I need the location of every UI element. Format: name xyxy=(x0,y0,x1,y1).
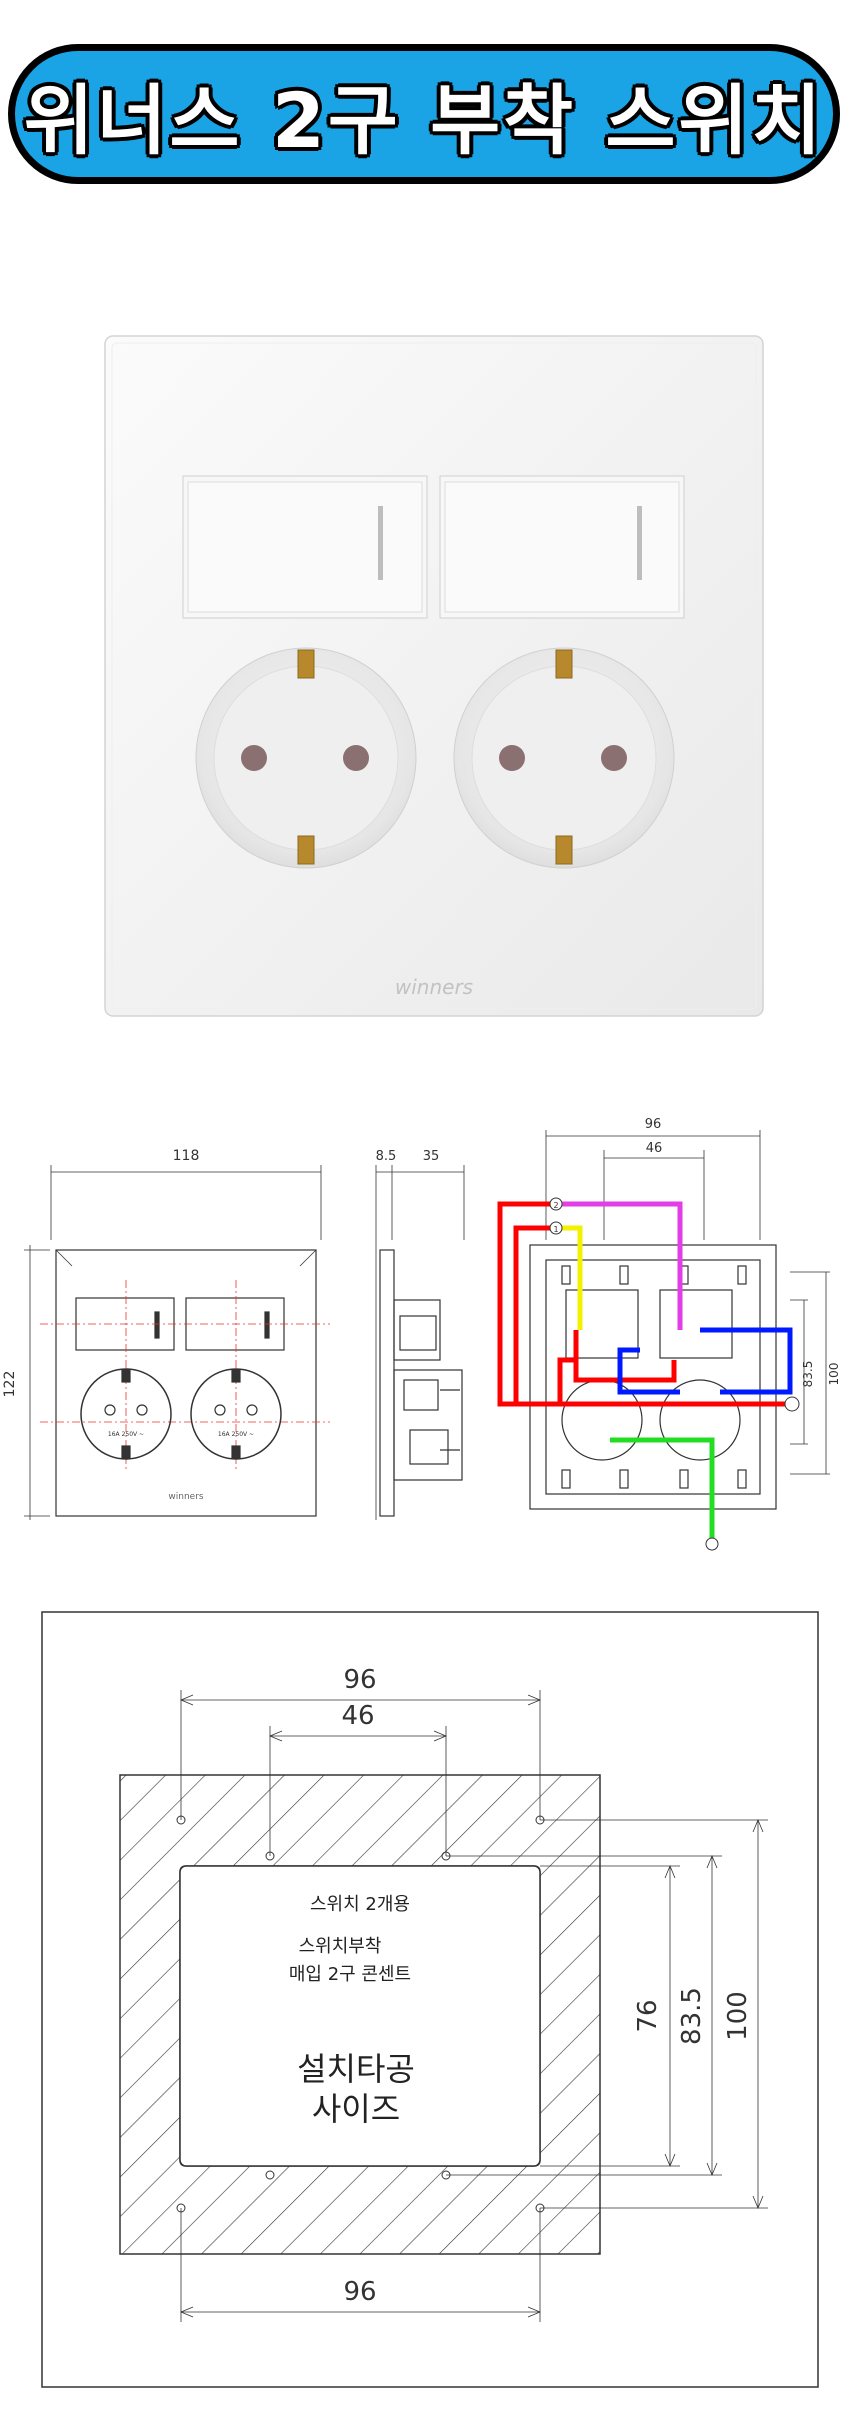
socket-right xyxy=(453,647,675,869)
dim-46: 46 xyxy=(341,1701,374,1731)
callout-2: 2 xyxy=(553,1201,558,1210)
front-height-label: 122 xyxy=(2,1371,18,1398)
title-banner: 위너스 2구 부착 스위치 xyxy=(8,44,840,184)
dim-100: 100 xyxy=(723,1991,753,2041)
photo-brand-mark: winners xyxy=(395,975,473,999)
socket-rating-right: 16A 250V ~ xyxy=(218,1431,254,1438)
back-width-inner: 46 xyxy=(646,1141,663,1156)
cutout-opening xyxy=(179,1865,541,2167)
back-height-inner: 83.5 xyxy=(801,1361,815,1388)
page-title: 위너스 2구 부착 스위치 xyxy=(23,76,825,165)
side-depth-label: 35 xyxy=(423,1149,440,1164)
dim-96-top: 96 xyxy=(343,1665,376,1695)
wiring-lines xyxy=(497,1201,793,1540)
install-label-line2: 사이즈 xyxy=(312,2090,400,2128)
socket-left xyxy=(195,647,417,869)
drawing-brand-mark: winners xyxy=(168,1492,204,1502)
rocker-switch-left xyxy=(182,475,428,619)
front-view xyxy=(24,1165,330,1520)
front-width-label: 118 xyxy=(173,1148,200,1164)
label-switch-count: 스위치 2개용 xyxy=(310,1894,410,1915)
label-outlet-type: 매입 2구 콘센트 xyxy=(289,1964,411,1985)
install-label-line1: 설치타공 xyxy=(297,2050,415,2088)
side-plate-label: 8.5 xyxy=(376,1149,397,1164)
callout-1: 1 xyxy=(553,1225,558,1234)
dim-83-5: 83.5 xyxy=(677,1987,707,2045)
back-height-outer: 100 xyxy=(827,1363,841,1386)
dim-76: 76 xyxy=(633,1999,663,2032)
cutout-frame xyxy=(41,1611,819,2388)
rocker-switch-right xyxy=(439,475,685,619)
socket-rating-left: 16A 250V ~ xyxy=(108,1431,144,1438)
label-switch-attached: 스위치부착 xyxy=(299,1936,382,1957)
dim-96-bottom: 96 xyxy=(343,2277,376,2307)
back-width-outer: 96 xyxy=(645,1117,662,1132)
dimension-lines xyxy=(179,1690,768,2322)
side-view xyxy=(375,1165,465,1520)
